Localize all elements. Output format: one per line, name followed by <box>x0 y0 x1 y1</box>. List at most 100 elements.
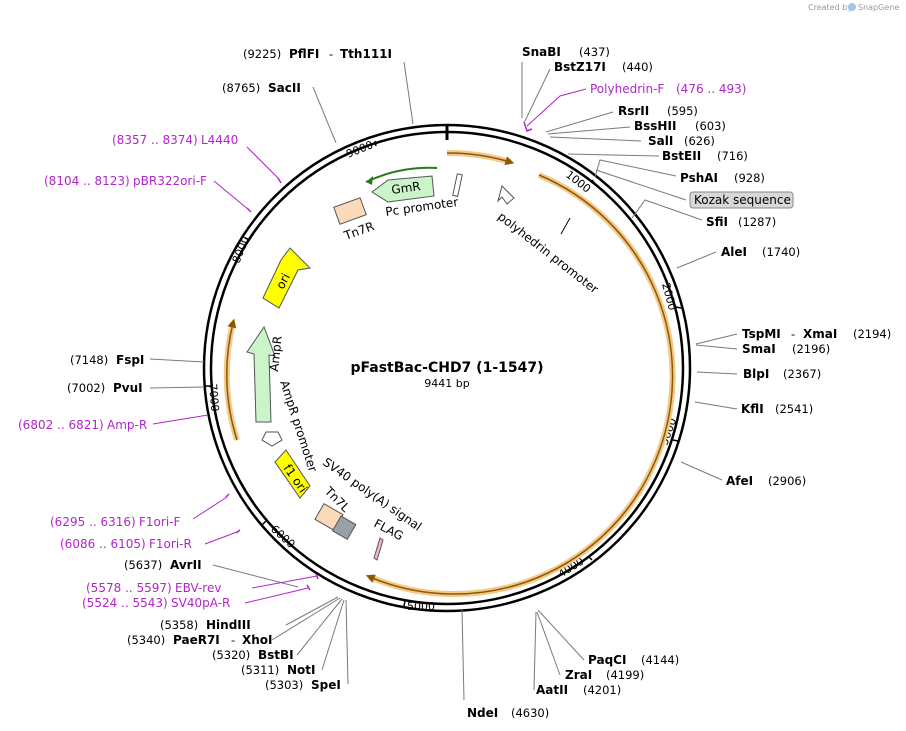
enzyme-snabi: SnaBI <box>522 45 561 59</box>
brand-name: SnapGene <box>858 3 899 12</box>
enzyme-sacii: SacII <box>268 81 301 95</box>
primer-sv40pa-r-range: (5524 .. 5543) <box>82 596 168 610</box>
enzyme-sfii-pos: (1287) <box>738 215 776 229</box>
enzyme-tspmi-pos: (2194) <box>853 327 891 341</box>
snapgene-logo-icon <box>848 3 856 11</box>
enzyme-noti-pos: (5311) <box>241 663 279 677</box>
enzyme-labels: SnaBI (437) BstZ17I (440) RsrII (595) Bs… <box>67 45 891 720</box>
enzyme-hindiii: HindIII <box>206 618 251 632</box>
enzyme-zrai: ZraI <box>565 668 592 682</box>
pc-promoter-head <box>366 176 373 185</box>
small-feature-marker <box>452 173 463 197</box>
enzyme-aatii: AatII <box>536 683 568 697</box>
ampr-arrow-outer <box>226 318 238 441</box>
enzyme-ndei-pos: (4630) <box>511 706 549 720</box>
primer-pbr322ori-f: pBR322ori-F <box>133 174 207 188</box>
enzyme-kfli-pos: (2541) <box>775 402 813 416</box>
enzyme-bstz17i-pos: (440) <box>622 60 653 74</box>
enzyme-bstbi: BstBI <box>258 648 294 662</box>
tick-5000: 5000 <box>407 600 435 613</box>
enzyme-hindiii-pos: (5358) <box>160 618 198 632</box>
ori-arrow <box>262 247 312 309</box>
plasmid-title: pFastBac-CHD7 (1-1547) <box>350 360 543 376</box>
enzyme-xhoi: XhoI <box>242 633 273 647</box>
primer-labels: Polyhedrin-F (476 .. 493) (8357 .. 8374)… <box>18 82 746 610</box>
enzyme-blpi-pos: (2367) <box>783 367 821 381</box>
enzyme-bsshii: BssHII <box>634 119 676 133</box>
polyhedrin-arrow <box>446 152 515 166</box>
enzyme-bsteii: BstEII <box>662 149 701 163</box>
enzyme-rsrii: RsrII <box>618 104 649 118</box>
enzyme-alei-pos: (1740) <box>762 245 800 259</box>
enzyme-zrai-pos: (4199) <box>606 668 644 682</box>
primer-f1ori-r: F1ori-R <box>149 537 192 551</box>
primer-f1ori-r-range: (6086 .. 6105) <box>60 537 146 551</box>
enzyme-fspi-pos: (7148) <box>70 353 108 367</box>
enzyme-paer7i: PaeR7I <box>173 633 220 647</box>
primer-f1ori-f: F1ori-F <box>139 515 180 529</box>
enzyme-pvui-pos: (7002) <box>67 381 105 395</box>
enzyme-aatii-pos: (4201) <box>583 683 621 697</box>
backbone-outer-ring <box>202 123 692 613</box>
enzyme-bsshii-pos: (603) <box>695 119 726 133</box>
tick-9000: 9000 <box>344 138 375 161</box>
enzyme-sacii-pos: (8765) <box>222 81 260 95</box>
ampr-arrow <box>246 325 276 423</box>
primer-amp-r: Amp-R <box>107 418 147 432</box>
enzyme-rsrii-pos: (595) <box>667 104 698 118</box>
enzyme-paqci: PaqCI <box>588 653 626 667</box>
primer-leaders <box>152 88 587 604</box>
enzyme-pvui: PvuI <box>113 381 143 395</box>
enzyme-avrii-pos: (5637) <box>124 558 162 572</box>
tn7r-label: Tn7R <box>341 219 376 243</box>
ampr-label: AmpR <box>267 335 285 372</box>
primer-l4440-range: (8357 .. 8374) <box>112 133 198 147</box>
enzyme-tth111i: Tth111I <box>340 47 392 61</box>
enzyme-bstbi-pos: (5320) <box>212 648 250 662</box>
tick-7000: 7000 <box>206 383 221 412</box>
tick-marks <box>206 140 682 607</box>
enzyme-pshai: PshAI <box>680 171 718 185</box>
f1-ori-arrow <box>274 449 311 499</box>
ampr-promoter-box <box>261 431 283 447</box>
enzyme-sali-pos: (626) <box>684 134 715 148</box>
primer-ebv-rev-range: (5578 .. 5597) <box>86 581 172 595</box>
polyhedrin-promoter-label: polyhedrin promoter <box>495 209 601 296</box>
enzyme-paer7i-sep: - <box>231 633 235 647</box>
primer-polyhedrin-f-range: (476 .. 493) <box>676 82 746 96</box>
enzyme-fspi: FspI <box>116 353 144 367</box>
enzyme-spei-pos: (5303) <box>265 678 303 692</box>
primer-amp-r-range: (6802 .. 6821) <box>18 418 104 432</box>
enzyme-alei: AleI <box>721 245 747 259</box>
enzyme-pshai-pos: (928) <box>734 171 765 185</box>
enzyme-sfii: SfiI <box>706 215 728 229</box>
gmr-arrow <box>371 175 435 203</box>
kozak-label: Kozak sequence <box>595 169 794 209</box>
kozak-badge <box>689 191 794 209</box>
polyhedrin-marker <box>560 217 571 235</box>
enzyme-spei: SpeI <box>311 678 341 692</box>
enzyme-pflfi-pos: (9225) <box>243 47 281 61</box>
brand: Created by SnapGene <box>808 3 899 12</box>
gmr-label: GmR <box>390 179 421 197</box>
primer-l4440: L4440 <box>201 133 238 147</box>
enzyme-snabi-pos: (437) <box>579 45 610 59</box>
enzyme-afei: AfeI <box>726 474 753 488</box>
enzyme-pflfi: PflFI <box>289 47 319 61</box>
primer-sv40pa-r: SV40pA-R <box>171 596 230 610</box>
enzyme-bstz17i: BstZ17I <box>554 60 606 74</box>
flag-box <box>373 537 384 561</box>
primer-pbr322ori-f-range: (8104 .. 8123) <box>44 174 130 188</box>
enzyme-kfli: KflI <box>741 402 764 416</box>
enzyme-paer7i-pos: (5340) <box>127 633 165 647</box>
plasmid-size: 9441 bp <box>424 377 469 390</box>
enzyme-blpi: BlpI <box>743 367 769 381</box>
primer-ebv-rev: EBV-rev <box>175 581 221 595</box>
brand-created-by: Created by <box>808 3 852 12</box>
enzyme-sali: SalI <box>648 134 673 148</box>
kozak-text: Kozak sequence <box>694 193 791 207</box>
enzyme-leaders <box>149 61 738 701</box>
enzyme-tspmi: TspMI <box>742 327 781 341</box>
enzyme-avrii: AvrII <box>170 558 202 572</box>
